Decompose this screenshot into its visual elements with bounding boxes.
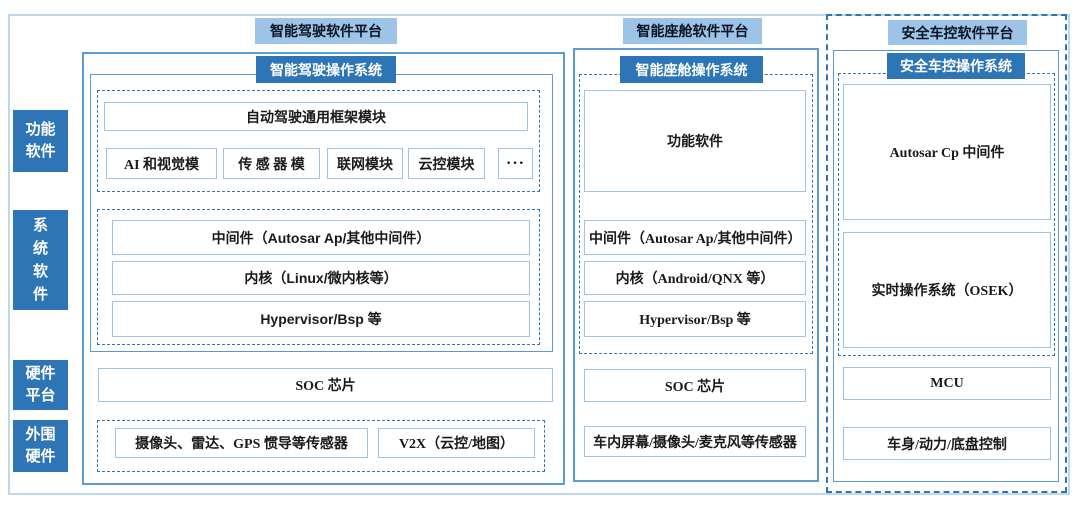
safety-autosar-cp-box: Autosar Cp 中间件 (843, 84, 1051, 220)
driving-framework-box: 自动驾驶通用框架模块 (104, 102, 528, 131)
row-label-peripheral-hardware: 外围 硬件 (13, 420, 68, 472)
cockpit-functional-software-box: 功能软件 (584, 90, 806, 192)
cockpit-middleware-box: 中间件（Autosar Ap/其他中间件） (584, 220, 806, 255)
driving-os-title: 智能驾驶操作系统 (256, 56, 396, 83)
safety-os-frame (833, 50, 1059, 482)
safety-chassis-control-box: 车身/动力/底盘控制 (843, 427, 1051, 460)
safety-platform-title: 安全车控软件平台 (888, 20, 1027, 45)
cockpit-kernel-box: 内核（Android/QNX 等） (584, 261, 806, 295)
driving-module-ellipsis: ··· (498, 148, 533, 179)
driving-system-software-group (97, 209, 540, 345)
safety-mcu-box: MCU (843, 367, 1051, 400)
row-label-hardware-platform: 硬件 平台 (13, 360, 68, 410)
cockpit-platform-title: 智能座舱软件平台 (623, 18, 762, 44)
driving-module-ai-vision: AI 和视觉模 (106, 148, 217, 179)
row-label-system-software: 系 统 软 件 (13, 210, 68, 310)
row-label-functional-software: 功能 软件 (13, 110, 68, 172)
driving-module-networking: 联网模块 (327, 148, 403, 179)
driving-hypervisor-box: Hypervisor/Bsp 等 (112, 301, 530, 337)
cockpit-soc-box: SOC 芯片 (584, 369, 806, 402)
driving-soc-box: SOC 芯片 (98, 368, 553, 402)
safety-os-title: 安全车控操作系统 (887, 53, 1025, 79)
driving-platform-frame (82, 52, 565, 485)
cockpit-platform-frame (573, 48, 819, 482)
driving-v2x-box: V2X（云控/地图） (378, 428, 535, 458)
driving-kernel-box: 内核（Linux/微内核等） (112, 261, 530, 295)
driving-module-cloud: 云控模块 (408, 148, 485, 179)
driving-middleware-box: 中间件（Autosar Ap/其他中间件） (112, 220, 530, 255)
driving-sensors-box: 摄像头、雷达、GPS 惯导等传感器 (115, 428, 368, 458)
safety-platform-frame (826, 14, 1067, 493)
driving-platform-title: 智能驾驶软件平台 (255, 18, 397, 44)
driving-functional-software-group (97, 90, 540, 192)
cockpit-os-title: 智能座舱操作系统 (620, 56, 763, 83)
driving-module-sensor: 传 感 器 模 (223, 148, 320, 179)
driving-peripheral-group (97, 420, 545, 472)
cockpit-hypervisor-box: Hypervisor/Bsp 等 (584, 301, 806, 337)
cockpit-sensors-box: 车内屏幕/摄像头/麦克风等传感器 (584, 426, 806, 457)
safety-rtos-box: 实时操作系统（OSEK） (843, 232, 1051, 348)
